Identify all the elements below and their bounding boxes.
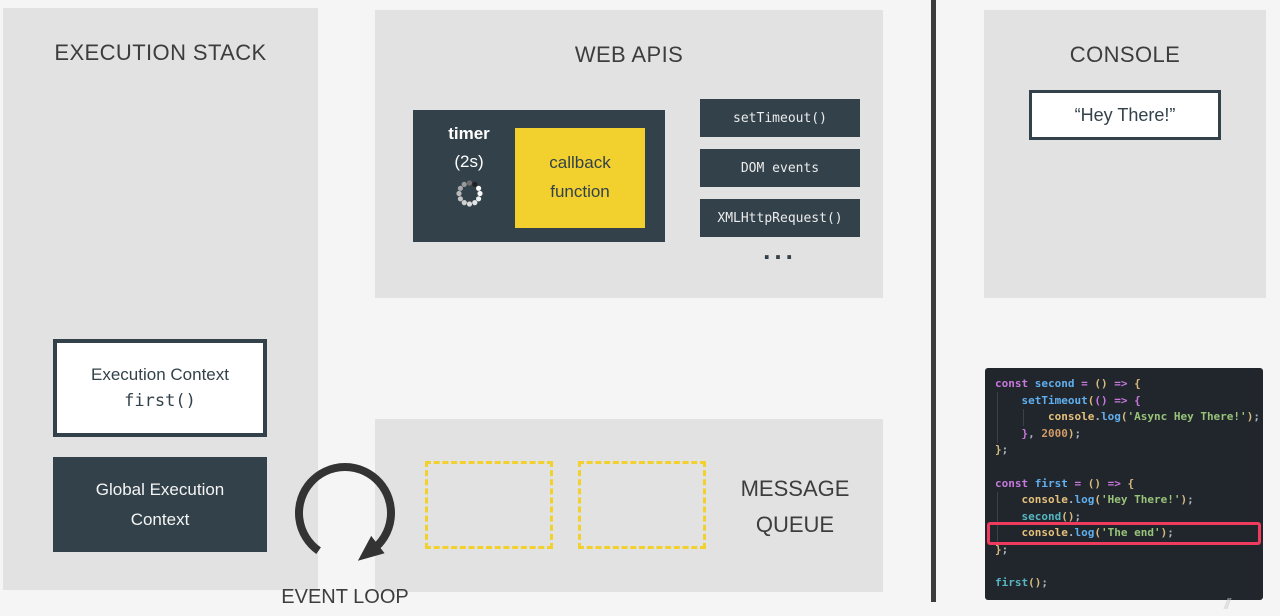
code-line: console.log('Hey There!'); [1021,493,1194,507]
web-apis-title: WEB APIS [574,42,684,67]
execution-stack-title: EXECUTION STACK [54,40,267,65]
dom-events-api-button: DOM events [700,149,860,187]
web-apis-panel: WEB APIS timer (2s) callback function se… [375,10,883,298]
code-line: console.log('Async Hey There!'); [1047,410,1260,424]
callback-line2: function [550,182,610,201]
global-execution-context-frame: Global Execution Context [53,457,267,552]
indent-guide [1023,409,1024,426]
global-context-line1: Global Execution [95,479,225,499]
code-line: const first = () => { [995,476,1135,490]
indent-guide [997,492,998,543]
code-line: }; [995,443,1009,457]
code-line: }, 2000); [1021,426,1082,440]
code-line: first(); [995,576,1048,590]
timer-box: timer (2s) callback function [413,110,665,242]
event-loop-arrow-icon [295,463,395,561]
queue-empty-slot [578,461,706,549]
settimeout-api-button: setTimeout() [700,99,860,137]
callback-line1: callback [549,153,611,173]
timer-info: timer (2s) [423,124,515,212]
message-queue-line2: QUEUE [755,512,835,538]
global-context-line2: Context [130,509,190,529]
timer-label: timer [448,124,490,143]
more-apis-ellipsis: ... [763,235,797,265]
console-output: “Hey There!” [1029,90,1221,140]
code-line: setTimeout(() => { [1021,393,1141,407]
section-divider [931,0,936,602]
console-title: CONSOLE [1069,42,1181,67]
code-line: }; [995,542,1009,556]
timer-duration: (2s) [454,152,484,171]
execution-context-label: Execution Context [91,365,229,384]
code-line [995,559,1259,576]
queue-empty-slot [425,461,553,549]
execution-context-function: first() [124,391,196,411]
message-queue-line1: MESSAGE [740,476,850,501]
event-loop-label: EVENT LOOP [281,586,409,608]
execution-context-frame: Execution Context first() [53,339,267,437]
code-editor: const second = () => { setTimeout(() => … [985,368,1263,600]
code-line [995,459,1259,476]
code-line: const second = () => { [995,377,1141,390]
message-queue-label: MESSAGE QUEUE [711,471,879,544]
indent-guide [997,392,998,443]
code-line: second(); [1021,509,1082,523]
message-queue-panel: MESSAGE QUEUE [375,419,883,592]
code-line: console.log('The end'); [987,521,1261,545]
callback-function-box: callback function [515,128,645,228]
console-panel: CONSOLE “Hey There!” [984,10,1266,298]
watermark-logo: // [1224,596,1231,613]
code-lines: const second = () => { setTimeout(() => … [987,376,1261,592]
timer-spinner-icon [455,180,483,207]
xmlhttprequest-api-button: XMLHttpRequest() [700,199,860,237]
execution-stack-panel: EXECUTION STACK Execution Context first(… [3,8,318,590]
